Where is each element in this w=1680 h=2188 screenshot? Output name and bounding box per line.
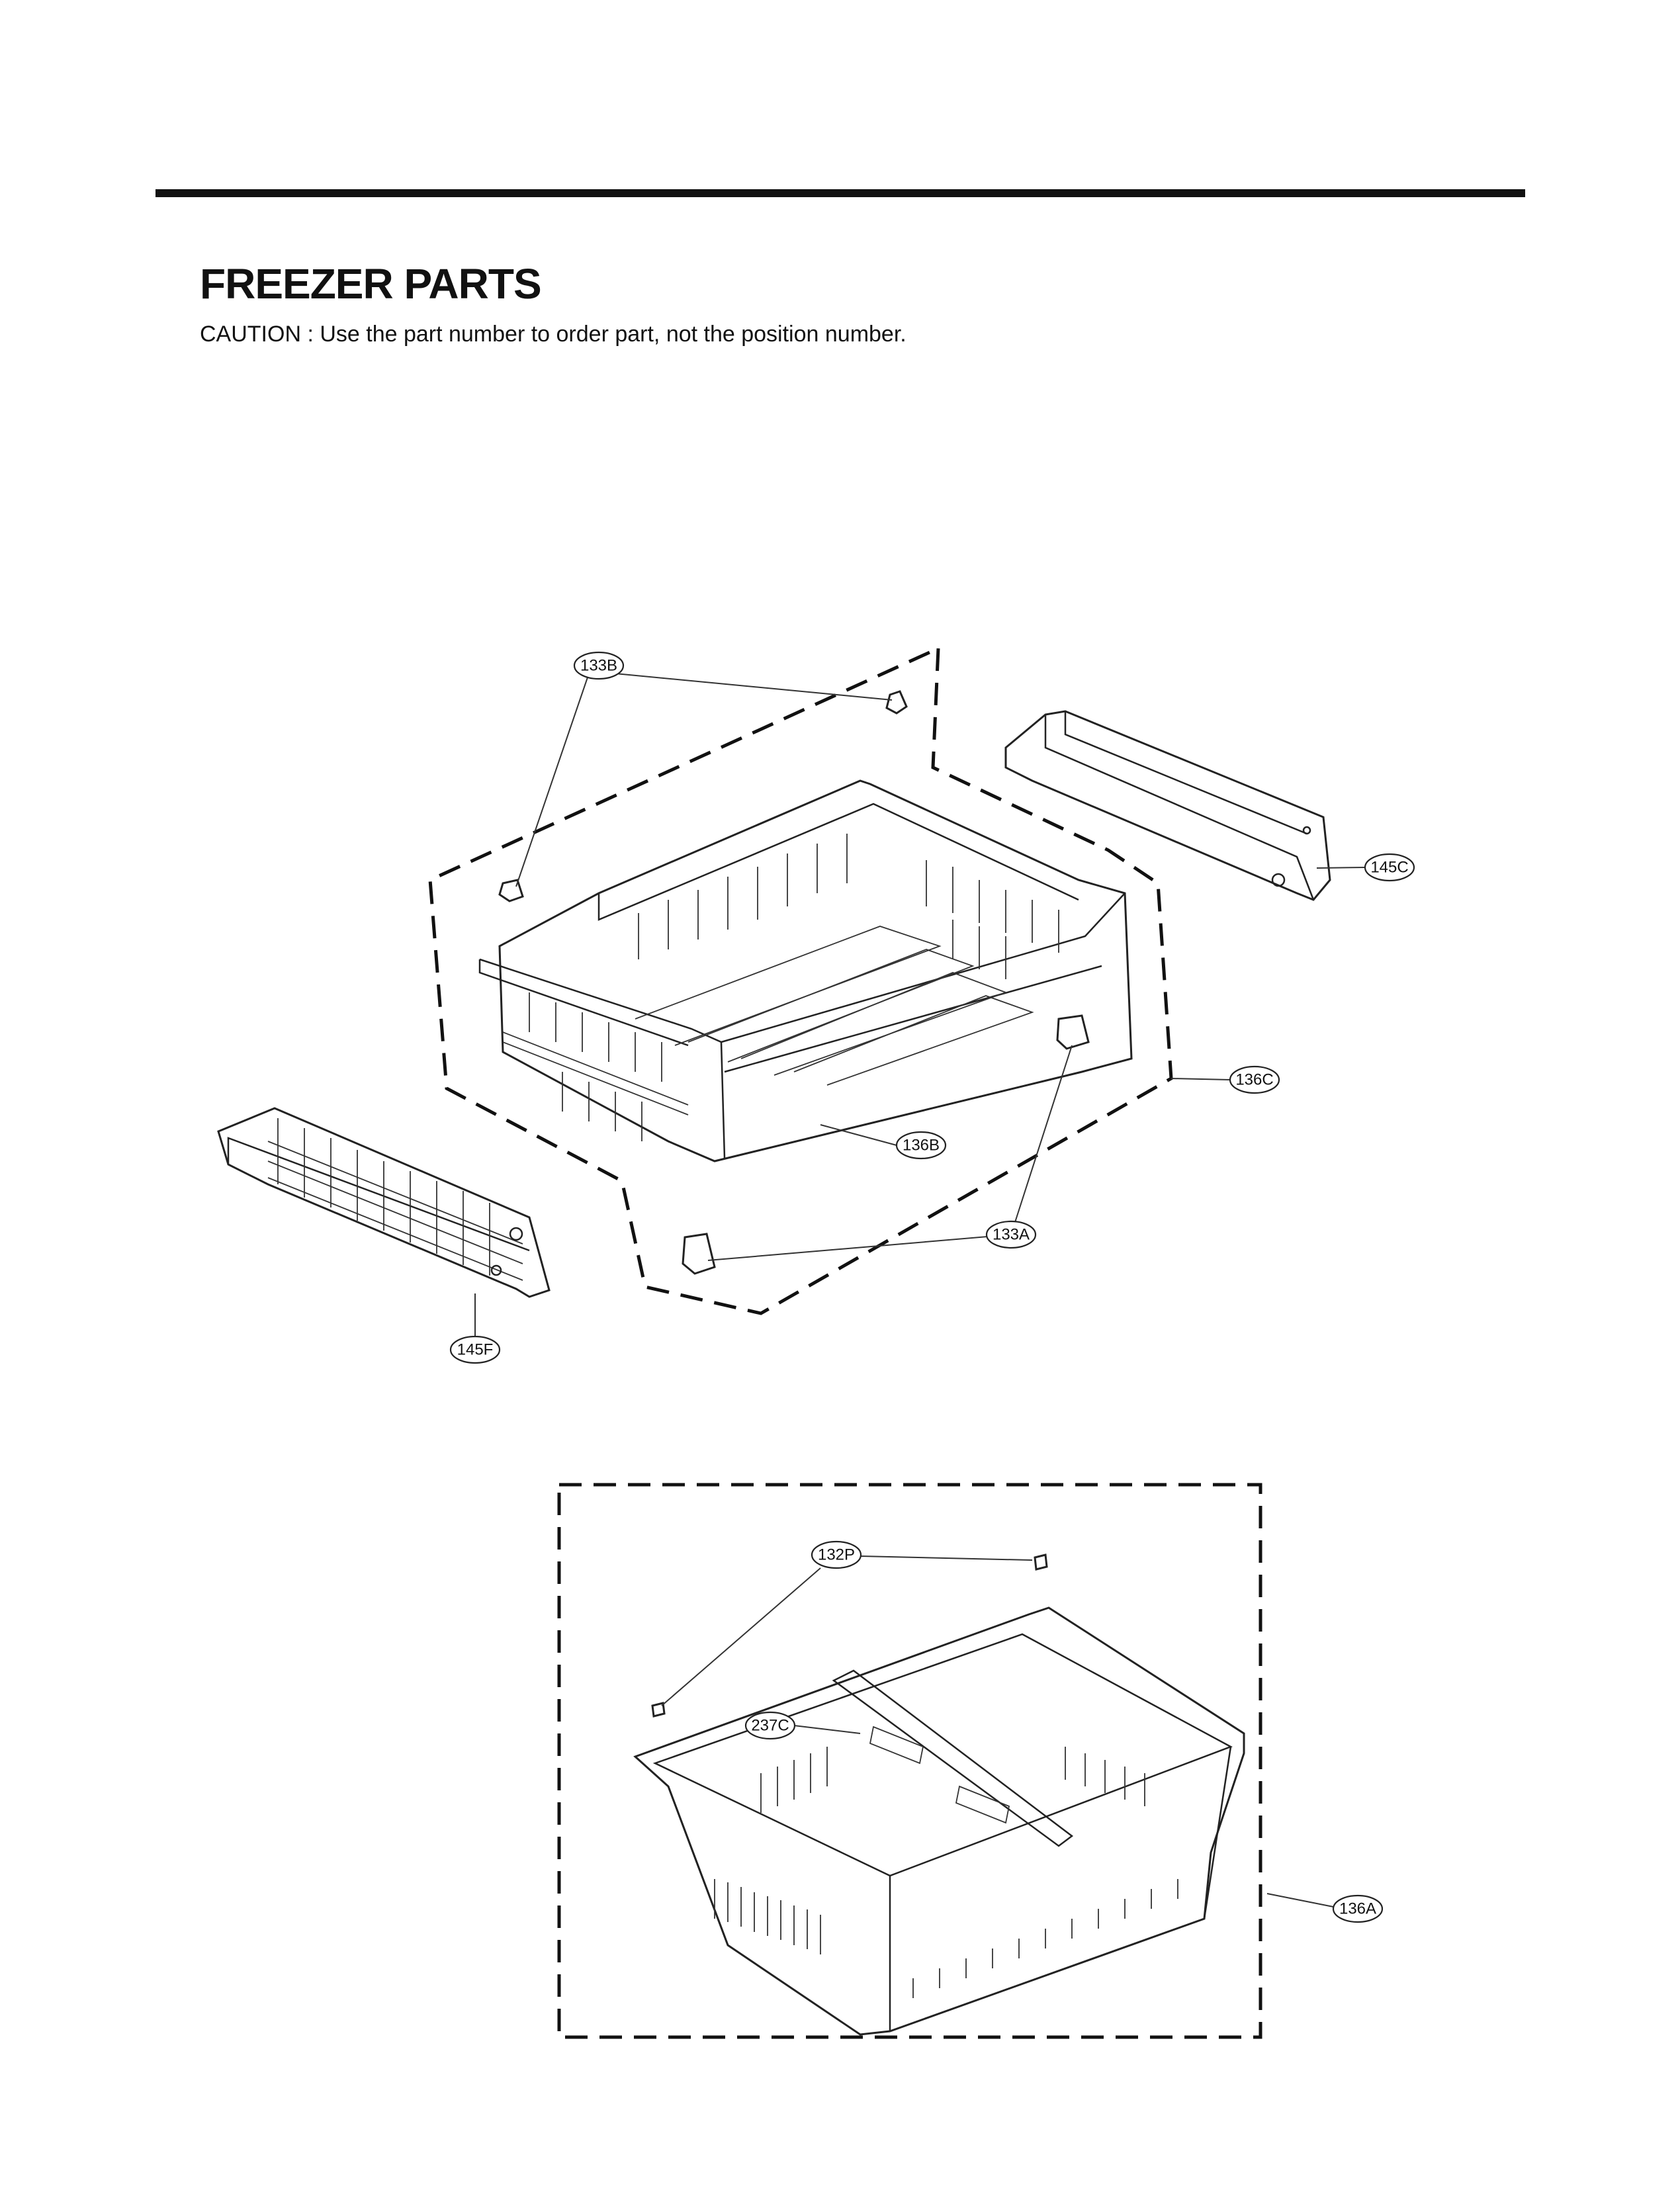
lower-assembly: 132P 237C 136A: [557, 1483, 1384, 2039]
svg-text:133A: 133A: [993, 1226, 1030, 1244]
clip-132P-left: [651, 1702, 666, 1718]
callout-136C: 136C: [1229, 1065, 1280, 1094]
callout-237C: 237C: [744, 1711, 796, 1740]
freezer-basket-136A: [633, 1606, 1245, 2036]
header-rule: [155, 189, 1525, 197]
stopper-133A-bottom: [682, 1233, 716, 1275]
clip-132P-right: [1034, 1553, 1048, 1571]
upper-leader-lines: [474, 673, 1365, 1350]
callout-133B: 133B: [573, 651, 625, 680]
callout-133A: 133A: [985, 1220, 1037, 1249]
upper-assembly-boundary: [428, 646, 1173, 1315]
lower-assembly-boundary: [557, 1483, 1262, 2039]
callout-136A: 136A: [1332, 1894, 1384, 1923]
page-title: FREEZER PARTS: [200, 260, 542, 308]
svg-text:145F: 145F: [457, 1341, 494, 1359]
svg-text:145C: 145C: [1370, 859, 1408, 877]
stopper-133B-top: [885, 690, 908, 715]
svg-text:136A: 136A: [1339, 1900, 1376, 1918]
callout-132P: 132P: [811, 1540, 862, 1569]
svg-text:136B: 136B: [903, 1137, 940, 1155]
caution-note: CAUTION : Use the part number to order p…: [200, 322, 906, 347]
right-rail-145C: [1004, 710, 1331, 901]
left-rail-145F: [217, 1107, 551, 1298]
upper-assembly: 133B 145C 136C 136B 133A 145F: [217, 646, 1415, 1364]
svg-text:133B: 133B: [580, 657, 617, 675]
svg-text:237C: 237C: [751, 1717, 789, 1735]
lower-leader-lines: [661, 1555, 1334, 1907]
callout-136B: 136B: [895, 1131, 947, 1160]
svg-text:136C: 136C: [1235, 1071, 1273, 1089]
callout-145C: 145C: [1364, 853, 1415, 882]
callout-145F: 145F: [449, 1335, 501, 1364]
svg-text:132P: 132P: [818, 1546, 855, 1564]
stopper-133B-left: [498, 879, 524, 902]
stopper-133A-right: [1056, 1014, 1090, 1050]
freezer-drawer-136B: [478, 779, 1133, 1162]
